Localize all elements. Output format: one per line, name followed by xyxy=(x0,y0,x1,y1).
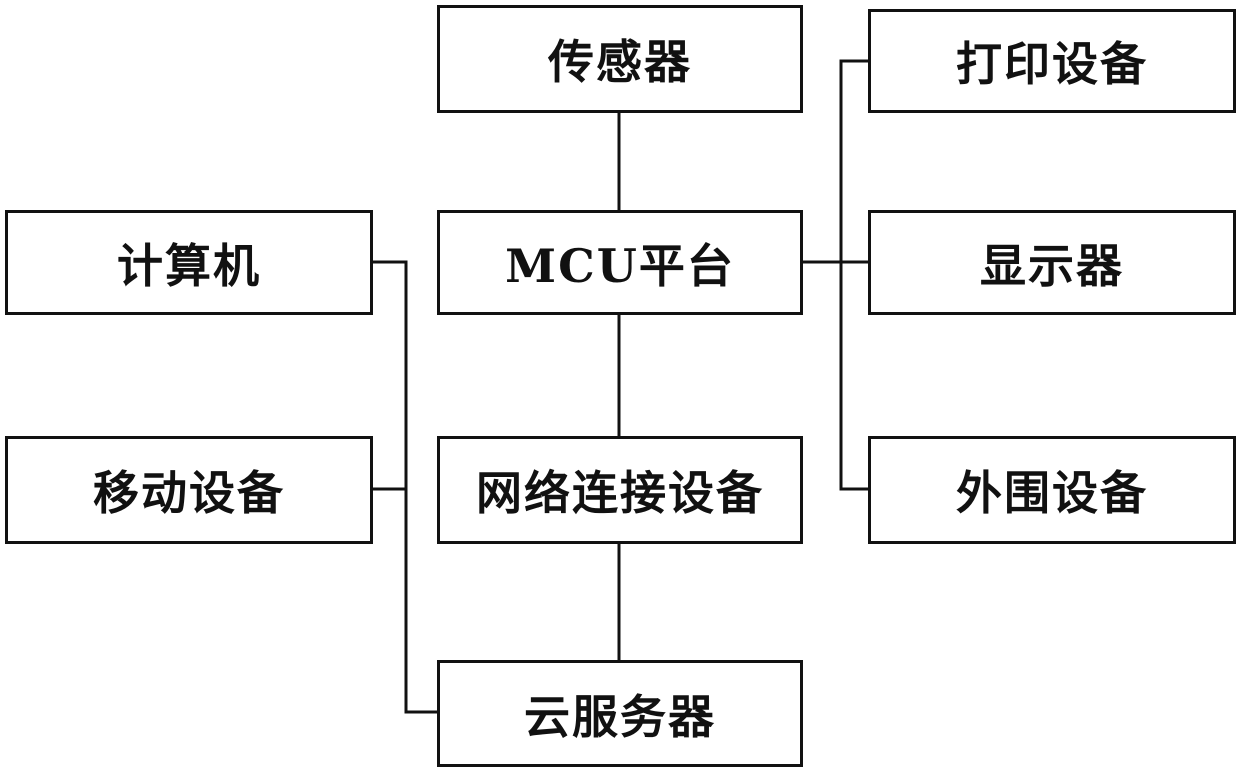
mcu-platform-label: MCU平台 xyxy=(505,230,735,296)
edge-mcu-printer xyxy=(841,61,868,489)
display-label: 显示器 xyxy=(980,230,1124,296)
mobile-device-label: 移动设备 xyxy=(93,457,285,523)
computer-node: 计算机 xyxy=(5,210,373,315)
computer-label: 计算机 xyxy=(117,230,261,296)
mcu-platform-node: MCU平台 xyxy=(437,210,803,315)
network-device-label: 网络连接设备 xyxy=(476,457,764,523)
display-node: 显示器 xyxy=(868,210,1236,315)
edge-computer-cloud xyxy=(373,262,437,712)
printer-node: 打印设备 xyxy=(868,9,1236,113)
mobile-device-node: 移动设备 xyxy=(5,436,373,544)
cloud-server-label: 云服务器 xyxy=(524,681,716,747)
sensor-node: 传感器 xyxy=(437,5,803,113)
network-device-node: 网络连接设备 xyxy=(437,436,803,544)
cloud-server-node: 云服务器 xyxy=(437,660,803,767)
peripheral-label: 外围设备 xyxy=(956,457,1148,523)
sensor-label: 传感器 xyxy=(548,26,692,92)
printer-label: 打印设备 xyxy=(956,28,1148,94)
peripheral-node: 外围设备 xyxy=(868,436,1236,544)
